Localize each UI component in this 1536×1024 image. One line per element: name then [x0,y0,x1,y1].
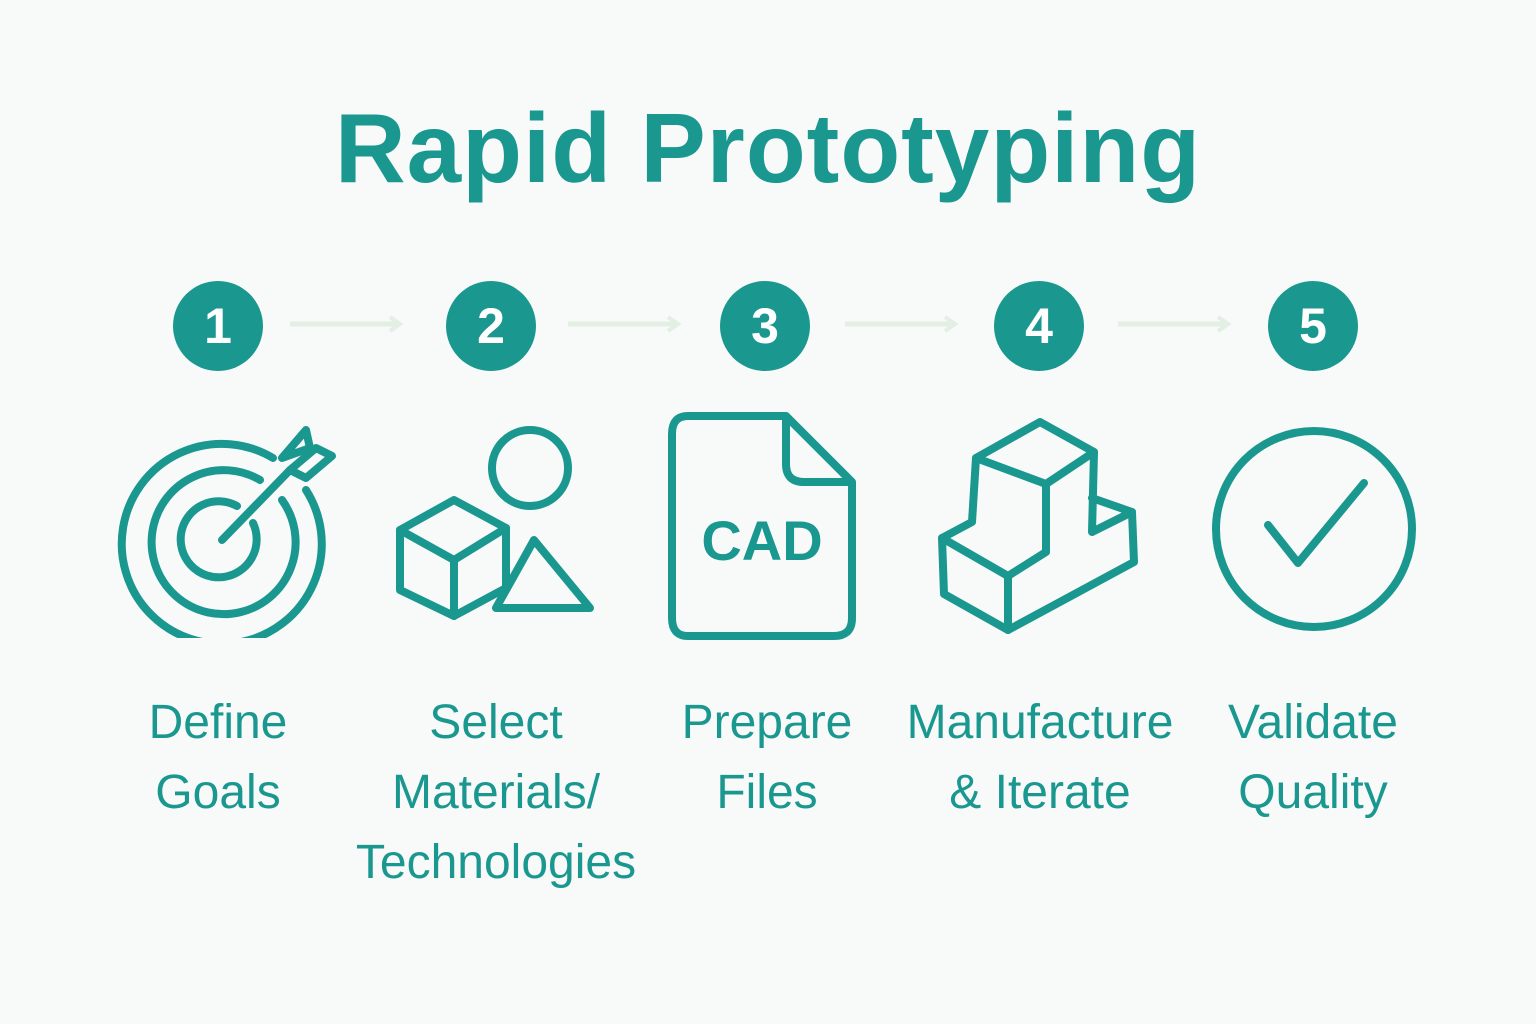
step-5-label: Validate Quality [1163,688,1463,828]
step-4-badge: 4 [994,281,1084,371]
label-line: Prepare [681,696,853,749]
label-line: Manufacture [906,696,1174,749]
step-1-badge: 1 [173,281,263,371]
arrow-right-icon [290,315,404,333]
label-line: Select [429,696,563,749]
3d-block-icon [938,418,1138,634]
target-arrow-icon [117,426,336,638]
arrow-right-icon [1118,315,1232,333]
arrow-right-icon [845,315,959,333]
page-title: Rapid Prototyping [334,93,1202,203]
cad-file-icon: CAD [668,412,856,640]
label-line: Technologies [355,836,637,889]
label-line: Files [716,766,818,819]
label-line: Quality [1238,766,1388,819]
step-5-badge: 5 [1268,281,1358,371]
step-1-label: Define Goals [68,688,368,828]
step-3-label: Prepare Files [617,688,917,828]
arrow-right-icon [568,315,682,333]
check-circle-icon [1212,427,1416,631]
step-3-badge: 3 [720,281,810,371]
shapes-cube-circle-triangle-icon [396,426,594,620]
label-line: Define [148,696,288,749]
cad-text: CAD [701,509,822,572]
label-line: Goals [155,766,281,819]
label-line: Materials/ [391,766,601,819]
step-2-label: Select Materials/ Technologies [346,688,646,898]
step-2-badge: 2 [446,281,536,371]
label-line: & Iterate [949,766,1131,819]
step-4-label: Manufacture & Iterate [890,688,1190,828]
label-line: Validate [1228,696,1398,749]
